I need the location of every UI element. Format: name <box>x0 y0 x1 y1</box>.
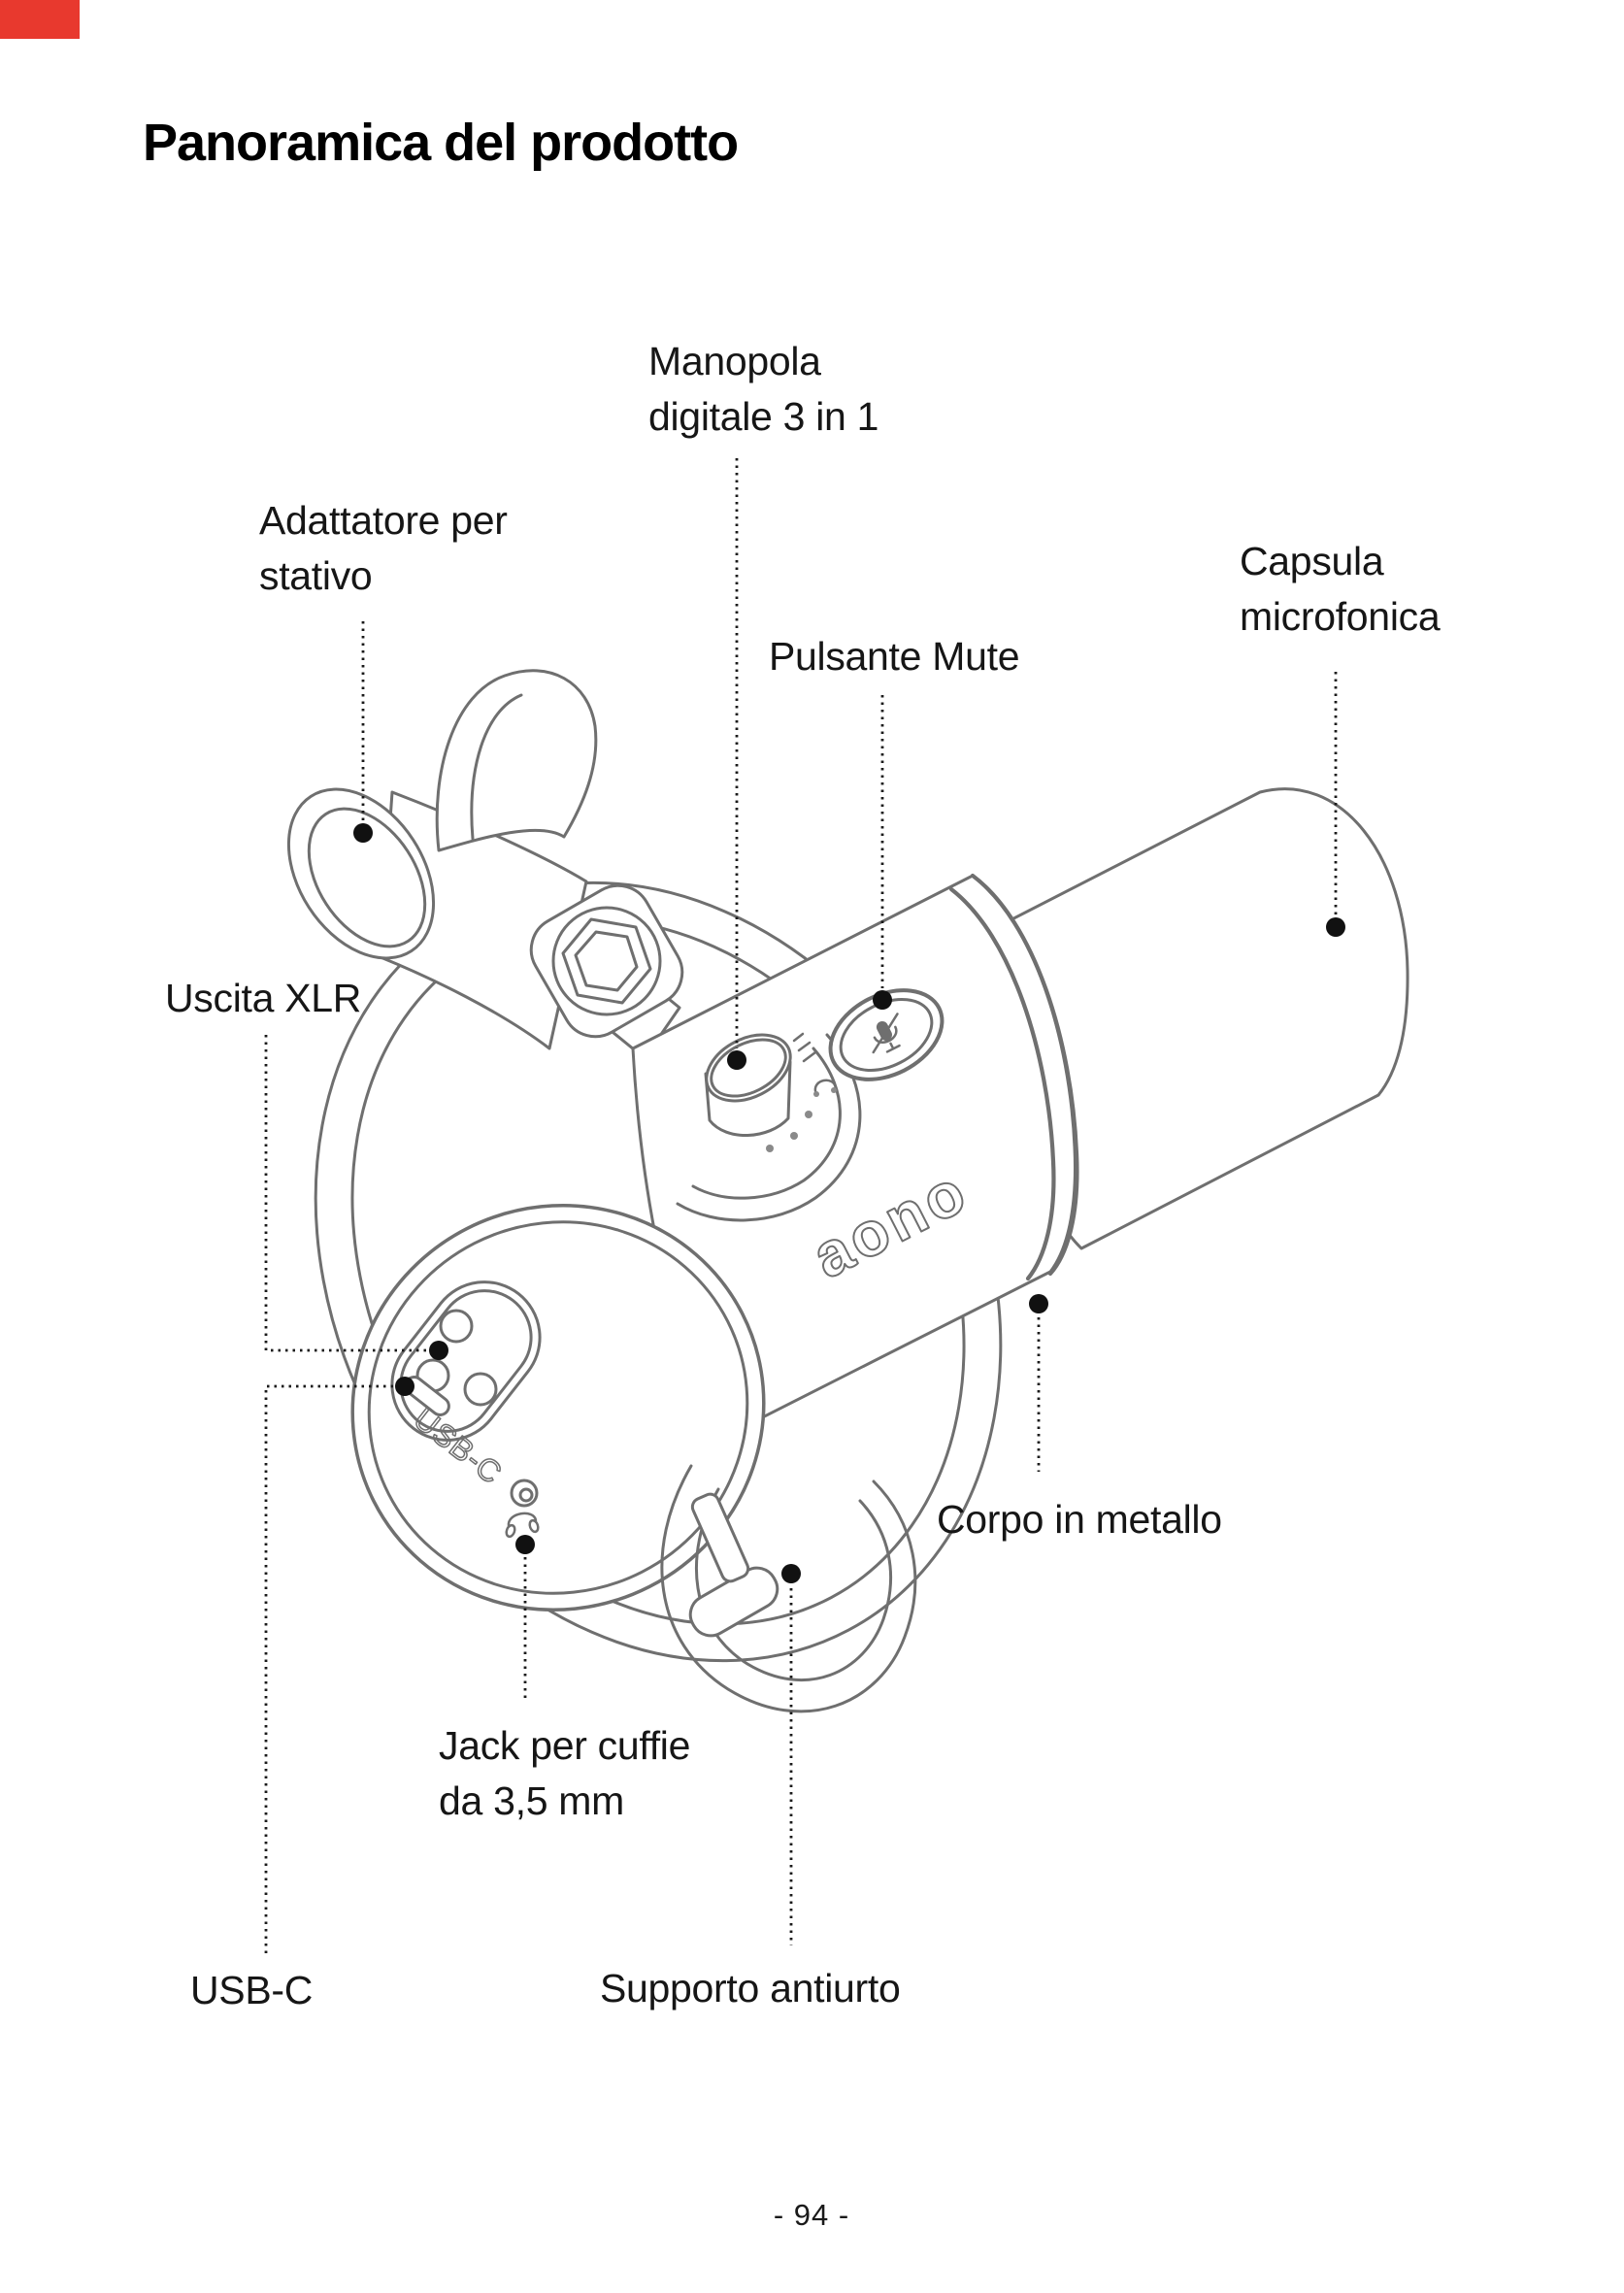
dot-jack <box>515 1535 535 1554</box>
adapter-lever <box>435 669 598 852</box>
callout-headphone-jack-line2: da 3,5 mm <box>439 1778 624 1823</box>
callout-mute-button-line1: Pulsante Mute <box>769 634 1020 679</box>
callout-headphone-jack-line1: Jack per cuffie <box>439 1723 691 1768</box>
bracket-arm <box>690 1492 750 1583</box>
body-seam-ring <box>948 873 1079 1281</box>
callout-capsule-line1: Capsula <box>1240 539 1384 583</box>
callout-xlr-output: Uscita XLR <box>165 971 361 1026</box>
gain-icon <box>792 1032 817 1063</box>
digital-knob <box>676 1032 862 1222</box>
callout-usb-c: USB-C <box>190 1963 313 2018</box>
headphone-engraving-icon <box>507 1512 538 1528</box>
callout-shock-mount: Supporto antiurto <box>600 1961 901 2016</box>
callout-stand-adapter: Adattatore per stativo <box>259 493 508 604</box>
callout-capsule: Capsula microfonica <box>1240 534 1441 645</box>
bezel-dot <box>805 1111 812 1118</box>
bracket-inner <box>694 1487 893 1681</box>
dot-shock-mount <box>781 1564 801 1583</box>
stand-adapter <box>286 669 684 1060</box>
red-corner-tab <box>0 0 80 39</box>
bezel-dot <box>790 1132 798 1140</box>
page-number: - 94 - <box>773 2198 850 2232</box>
dot-usb-c <box>395 1377 414 1396</box>
page-title: Panoramica del prodotto <box>143 114 739 172</box>
dot-metal-body <box>1029 1294 1048 1313</box>
headphone-jack-hole <box>505 1479 540 1539</box>
callout-headphone-jack: Jack per cuffie da 3,5 mm <box>439 1718 690 1829</box>
xlr-pin <box>439 1309 474 1344</box>
callout-knob-line2: digitale 3 in 1 <box>648 394 879 439</box>
dot-capsule <box>1326 917 1345 937</box>
callout-usb-c-line1: USB-C <box>190 1968 314 2012</box>
callout-stand-adapter-line1: Adattatore per <box>259 498 508 543</box>
callout-knob-line1: Manopola <box>648 339 821 383</box>
mic-mute-icon <box>872 1013 901 1054</box>
leader-dots <box>353 823 1345 1583</box>
callout-mute-button: Pulsante Mute <box>769 629 1020 684</box>
dot-stand-adapter <box>353 823 373 843</box>
callout-capsule-line2: microfonica <box>1240 594 1441 639</box>
callout-stand-adapter-line2: stativo <box>259 553 373 598</box>
shock-mount-bracket <box>660 1464 917 1713</box>
callout-metal-body-line1: Corpo in metallo <box>937 1497 1222 1542</box>
leader-xlr <box>264 1035 427 1352</box>
adapter-lever-inner-line <box>470 693 523 841</box>
callout-xlr-output-line1: Uscita XLR <box>165 976 362 1020</box>
xlr-pin <box>463 1372 498 1407</box>
adapter-face-inner <box>307 807 427 948</box>
callout-knob: Manopola digitale 3 in 1 <box>648 334 878 445</box>
knob-bezel-outer <box>676 1033 862 1222</box>
callout-shock-mount-line1: Supporto antiurto <box>600 1966 901 2011</box>
dot-xlr <box>429 1341 448 1360</box>
callout-metal-body: Corpo in metallo <box>937 1492 1222 1547</box>
dot-knob <box>727 1050 746 1070</box>
clamp-hex-inner <box>574 930 639 992</box>
mute-button <box>828 988 945 1081</box>
headphone-icon <box>813 1079 838 1093</box>
bezel-dot <box>766 1145 774 1152</box>
leader-lines <box>264 458 1338 1953</box>
bracket-outer <box>660 1464 917 1713</box>
dot-mute <box>873 990 892 1010</box>
thumbscrew-pad <box>688 1566 779 1638</box>
